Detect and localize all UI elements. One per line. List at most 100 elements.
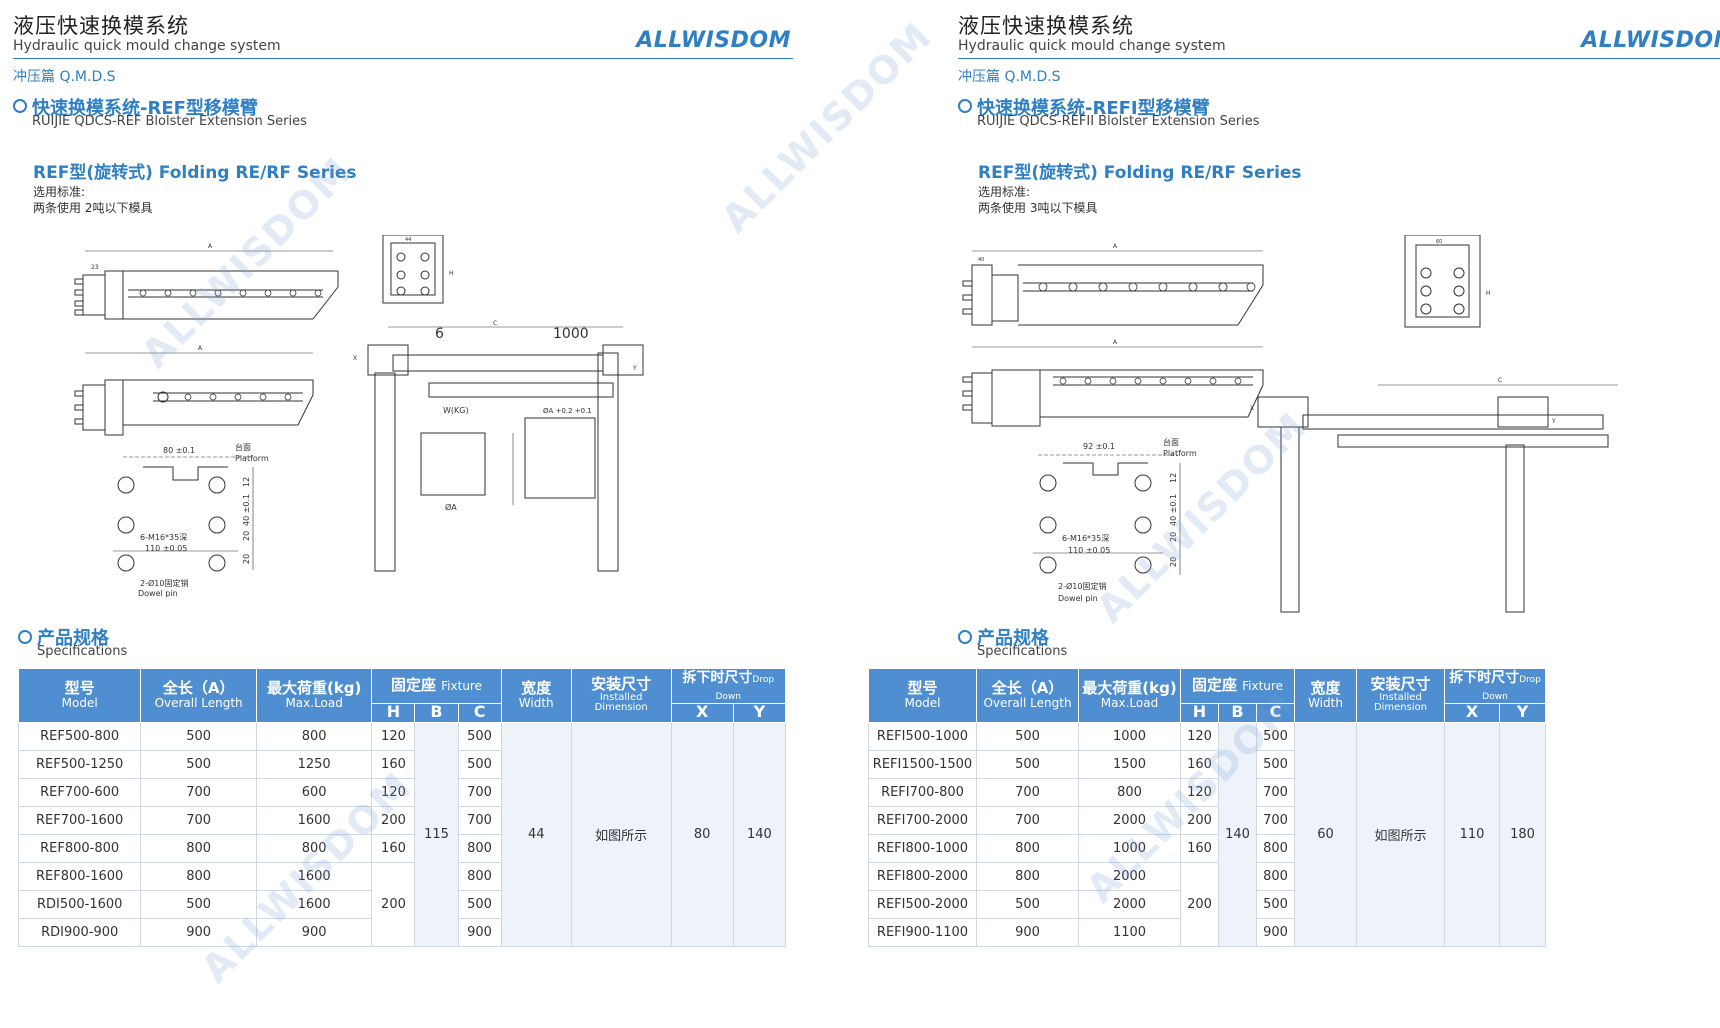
c-cell: 500 [457, 721, 502, 751]
h-cell: 200 [371, 805, 416, 835]
h-cell: 120 [371, 721, 416, 751]
dim-80-label: 80 ±0.1 [163, 446, 195, 455]
c-cell: 800 [1255, 833, 1296, 863]
c-cell: 900 [457, 917, 502, 947]
length-cell: 500 [140, 721, 257, 751]
c-cell: 800 [457, 833, 502, 863]
col-header-h: H [371, 702, 416, 723]
technical-drawings: A 23 [13, 227, 793, 680]
spec-title-cn: 产品规格 [37, 628, 109, 649]
h-cell: 120 [1180, 777, 1219, 807]
platform-mounting-detail: 92 ±0.1 台面 Platform 12 40 ±0.1 20 20 6-M… [1033, 437, 1197, 603]
length-cell: 500 [976, 721, 1079, 751]
platform-en-label: Platform [235, 454, 269, 463]
load-cell: 800 [1078, 777, 1181, 807]
fixture-end-view: B H 60 [1404, 227, 1491, 328]
c-cell: 800 [457, 861, 502, 891]
arm-front-view: C X Y [1250, 377, 1618, 613]
x-cell: 110 [1444, 721, 1501, 947]
c-cell: 500 [457, 749, 502, 779]
model-cell: REFI800-1000 [868, 833, 977, 863]
c-cell: 700 [1255, 805, 1296, 835]
section-bullet-icon [958, 99, 972, 113]
dim-44-label: 44 [405, 237, 411, 243]
dim-a-top: A [1113, 243, 1118, 250]
col-header-x: X [1444, 702, 1501, 723]
model-cell: RDI900-900 [17, 917, 142, 947]
c-cell: 500 [1255, 889, 1296, 919]
dia-a-label: ØA [445, 502, 457, 512]
model-cell: REFI500-1000 [868, 721, 977, 751]
technical-drawings: A 40 B H 60 [958, 227, 1720, 680]
selection-note-label: 选用标准: [978, 185, 1031, 199]
dim-92-label: 92 ±0.1 [1083, 442, 1115, 451]
length-cell: 800 [976, 833, 1079, 863]
dim-12-label: 12 [242, 477, 251, 487]
col-header-drop: 拆下时尺寸Drop Down [1444, 668, 1547, 704]
length-cell: 500 [976, 749, 1079, 779]
model-cell: REF700-1600 [17, 805, 142, 835]
table-row: REFI700-2000 700 2000 200 700 [868, 805, 1546, 835]
load-cell: 1600 [255, 861, 373, 891]
model-cell: REF800-1600 [17, 861, 142, 891]
section-title-en: RUIJIE QDCS-REF Blolster Extension Serie… [32, 114, 307, 129]
h-cell: 200 [1180, 861, 1219, 947]
series-title: REF型(旋转式) Folding RE/RF Series [978, 163, 1302, 183]
col-header-y: Y [1499, 702, 1547, 723]
length-cell: 500 [140, 749, 257, 779]
width-cell: 44 [500, 721, 572, 947]
model-cell: REFI800-2000 [868, 861, 977, 891]
dim-20b-label: 20 [242, 554, 251, 564]
install-cell: 如图所示 [1356, 721, 1446, 947]
platform-cn-label: 台面 [1163, 437, 1179, 447]
bolt-spec-label: 6-M16*35深 [1062, 534, 1109, 543]
platform-mounting-detail: 80 ±0.1 台面 Platform 12 40 ±0.1 20 20 6-M… [113, 442, 269, 598]
c-cell: 700 [457, 805, 502, 835]
length-cell: 900 [140, 917, 257, 947]
arm-side-view-bottom: A [962, 339, 1264, 427]
page-title-cn: 液压快速换模系统 [13, 14, 189, 38]
dowel-en-label: Dowel pin [138, 589, 178, 598]
dim-a-bottom: A [198, 345, 203, 352]
platform-en-label: Platform [1163, 449, 1197, 458]
dim-a-bottom: A [1113, 339, 1118, 346]
brand-logo: ALLWISDOM [636, 28, 791, 53]
dim-40-label: 40 ±0.1 [1169, 494, 1178, 526]
c-cell: 500 [457, 889, 502, 919]
dim-x-label: X [1250, 405, 1254, 412]
col-header-y: Y [732, 702, 787, 723]
col-header-load: 最大荷重(kg)Max.Load [255, 668, 373, 723]
model-cell: REF800-800 [17, 833, 142, 863]
length-cell: 900 [976, 917, 1079, 947]
model-cell: REFI700-800 [868, 777, 977, 807]
technical-drawing-svg: A 23 [74, 227, 644, 598]
load-cell: 800 [255, 721, 373, 751]
col-header-x: X [670, 702, 734, 723]
dim-40-label: 40 ±0.1 [242, 494, 251, 526]
table-row: REF500-1250 500 1250 160 500 [17, 749, 786, 779]
load-cell: 1100 [1078, 917, 1181, 947]
dim-x-label: X [353, 355, 357, 362]
model-cell: REFI1500-1500 [868, 749, 977, 779]
h-cell: 160 [1180, 749, 1219, 779]
dim-12-label: 12 [1169, 473, 1178, 483]
arm-side-view-top: A 40 [962, 243, 1264, 326]
section-title-en: RUIJIE QDCS-REFII Blolster Extension Ser… [977, 114, 1260, 129]
length-cell: 800 [140, 833, 257, 863]
dim-110-label: 110 ±0.05 [145, 544, 187, 553]
model-cell: RDI500-1600 [17, 889, 142, 919]
dim-40-top: 40 [978, 257, 984, 263]
platform-cn-label: 台面 [235, 442, 251, 452]
dim-20a-label: 20 [1169, 532, 1178, 542]
load-cell: 800 [255, 833, 373, 863]
table-row: RDI500-1600 500 1600 500 [17, 889, 786, 919]
dim-y-label: Y [1551, 418, 1556, 425]
c-cell: 900 [1255, 917, 1296, 947]
arm-side-view-top: A 23 [74, 243, 339, 320]
fixture-end-view: B H 44 [382, 227, 454, 304]
